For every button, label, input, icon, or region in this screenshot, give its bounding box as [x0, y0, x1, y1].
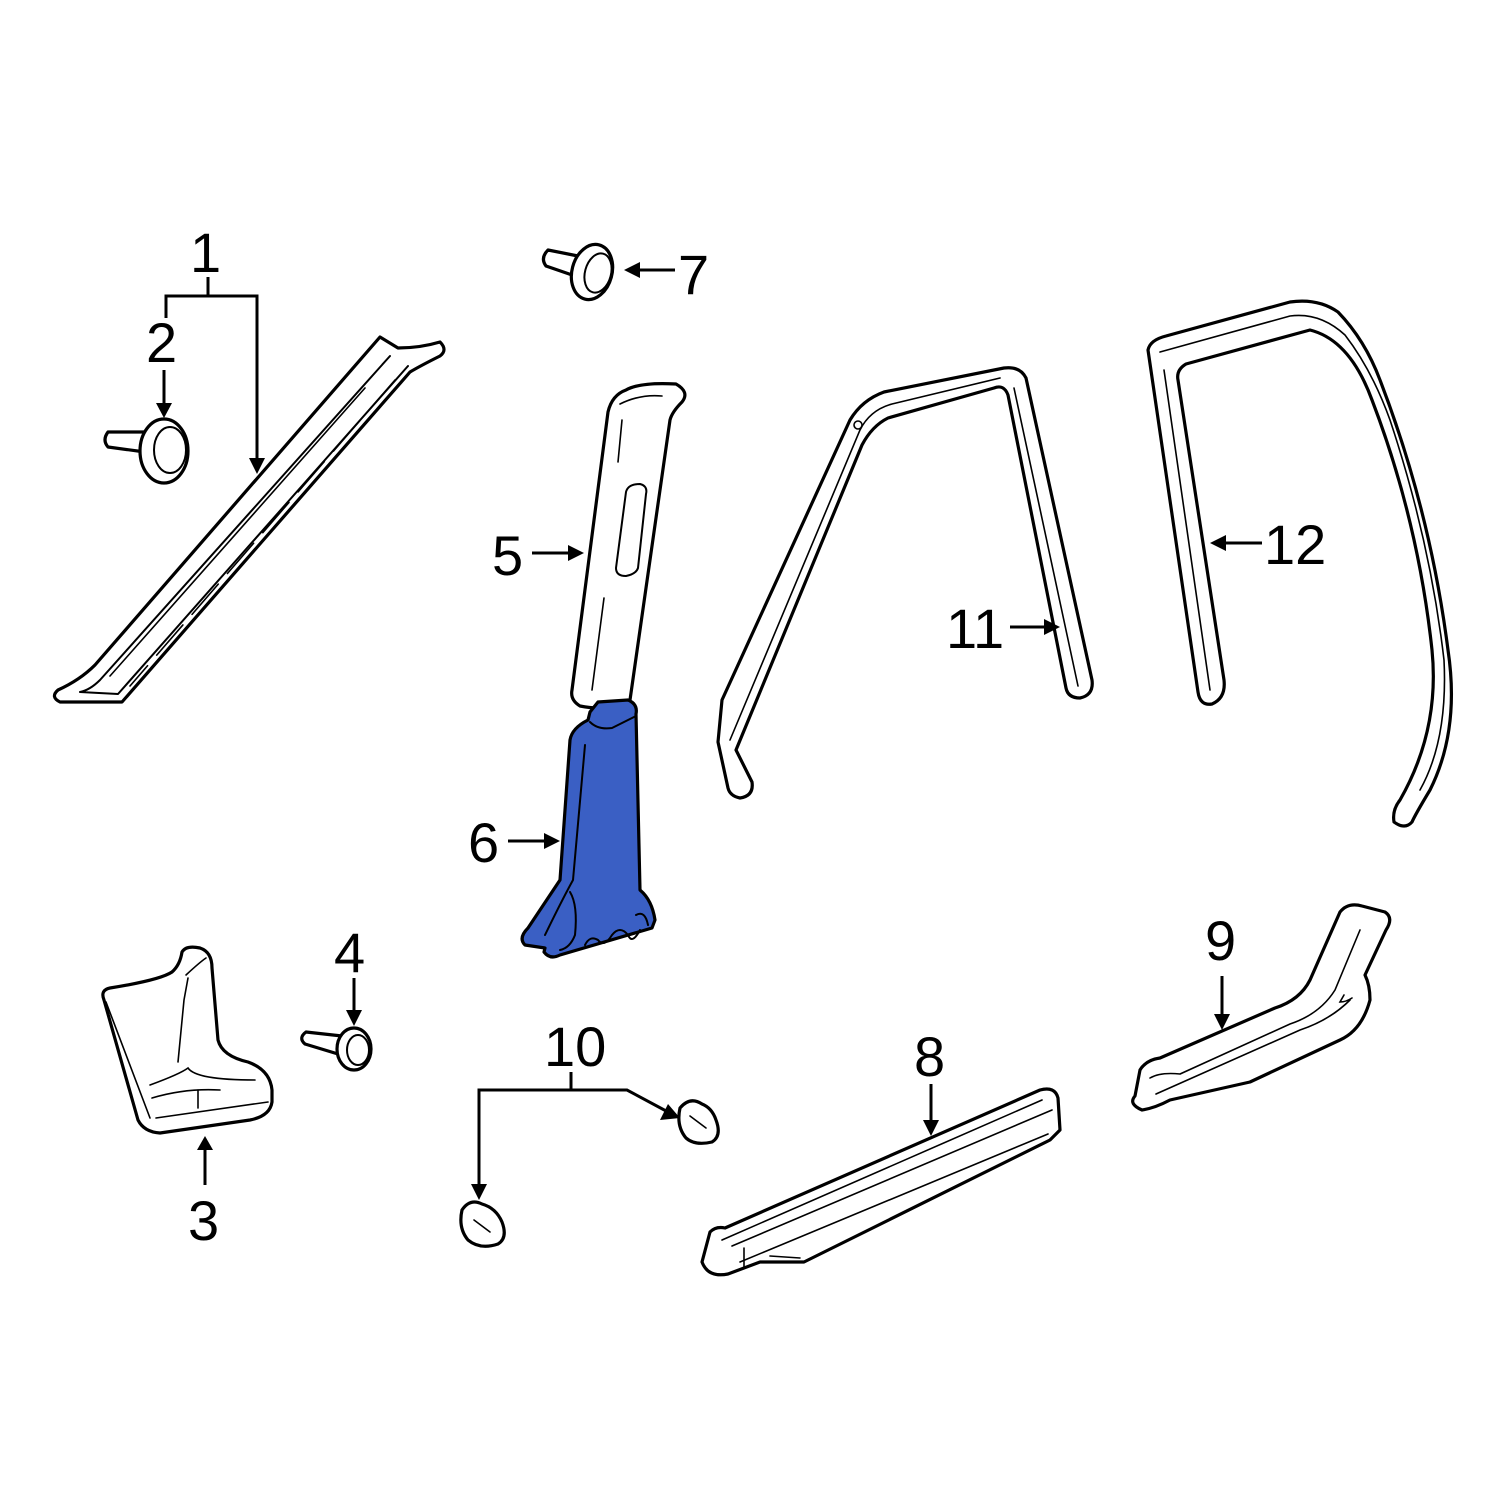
callout-1: 1 — [164, 221, 265, 474]
callout-label: 11 — [946, 597, 1004, 660]
part-6-lower-pillar-trim[interactable] — [520, 698, 657, 959]
part-8-front-scuff-plate[interactable] — [700, 1087, 1062, 1277]
callout-label: 9 — [1205, 909, 1236, 972]
callout-10: 10 — [471, 1015, 680, 1200]
callout-label: 1 — [190, 221, 221, 284]
callout-11: 11 — [946, 597, 1060, 660]
callout-9: 9 — [1205, 909, 1236, 1030]
callout-label: 6 — [468, 811, 499, 874]
callout-label: 12 — [1264, 513, 1326, 576]
callout-2: 2 — [146, 311, 177, 418]
part-9-rear-scuff-plate[interactable] — [1131, 903, 1392, 1112]
callout-7: 7 — [624, 243, 709, 306]
callout-5: 5 — [492, 524, 584, 587]
part-10-clip-a[interactable] — [677, 1099, 720, 1145]
part-11-front-weatherstrip[interactable] — [716, 366, 1094, 800]
part-5-upper-pillar-trim[interactable] — [570, 382, 687, 710]
callout-label: 2 — [146, 311, 177, 374]
callout-label: 5 — [492, 524, 523, 587]
part-12-rear-weatherstrip[interactable] — [1146, 299, 1454, 828]
part-4-clip[interactable] — [300, 1026, 373, 1072]
part-1-pillar-trim[interactable] — [52, 335, 446, 704]
callout-label: 3 — [188, 1189, 219, 1252]
part-7-clip[interactable] — [541, 240, 618, 304]
callout-label: 10 — [544, 1015, 606, 1078]
callout-3: 3 — [188, 1136, 219, 1252]
callout-label: 4 — [334, 921, 365, 984]
part-10-clip-b[interactable] — [459, 1200, 506, 1248]
part-3-cowl-side-trim[interactable] — [101, 945, 274, 1135]
part-2-clip[interactable] — [103, 417, 190, 485]
callout-label: 8 — [914, 1025, 945, 1088]
callout-label: 7 — [678, 243, 709, 306]
callout-6: 6 — [468, 811, 560, 874]
callout-4: 4 — [334, 921, 365, 1026]
callout-8: 8 — [914, 1025, 945, 1136]
callout-12: 12 — [1210, 513, 1326, 576]
